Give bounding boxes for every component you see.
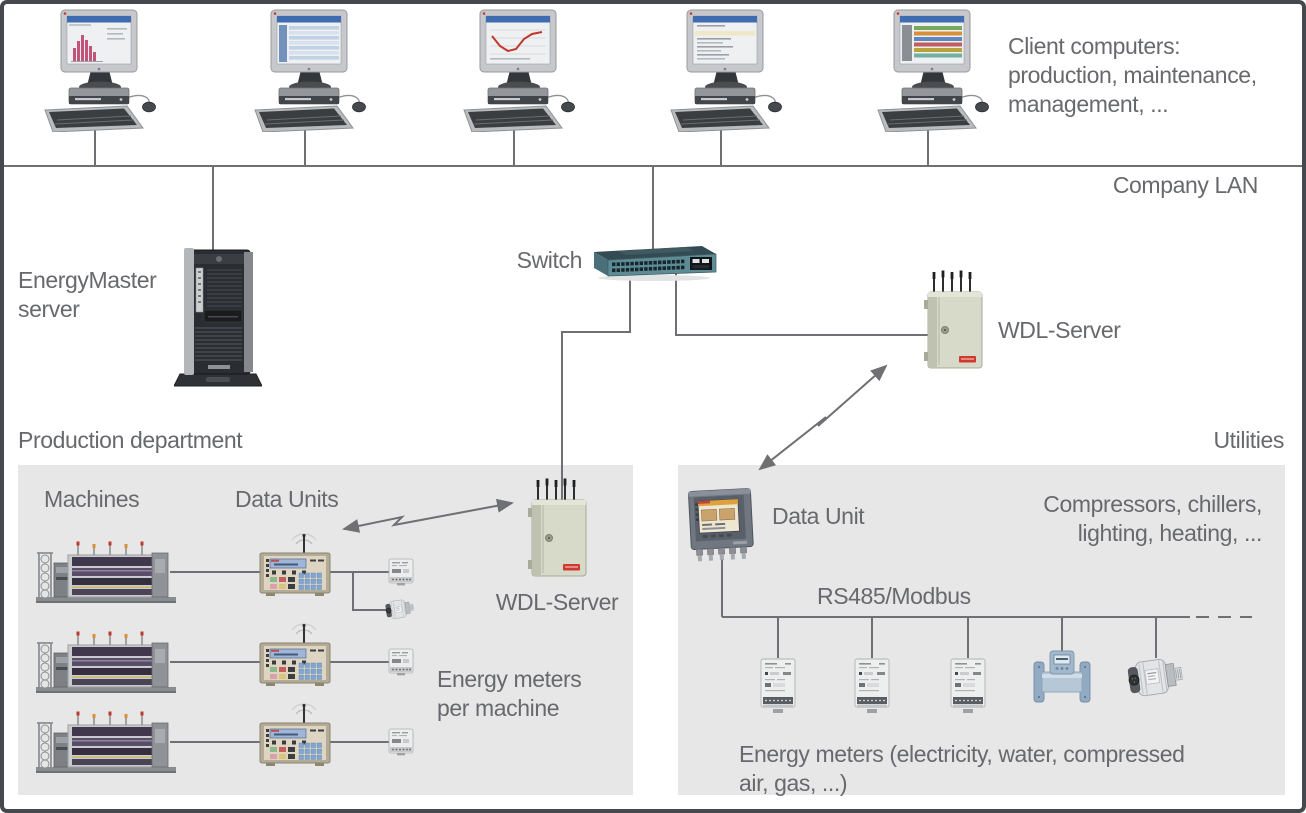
client-computer-icon xyxy=(31,8,165,132)
wdl-server-left-label: WDL-Server xyxy=(495,589,619,615)
weaving-machine-icon xyxy=(34,709,178,775)
pressure-sensor-icon xyxy=(1127,652,1185,704)
utilities-title: Utilities xyxy=(1213,427,1284,453)
production-title: Production department xyxy=(18,427,243,453)
data-unit-icon xyxy=(258,533,332,597)
switch-to-wdl-right-line xyxy=(675,266,930,336)
wdl-server-right-label: WDL-Server xyxy=(998,317,1121,343)
din-meter-icon xyxy=(759,657,797,715)
wdl-server-icon xyxy=(916,270,992,376)
client-computer-icon xyxy=(241,8,375,132)
energy-meters-per-machine-label: Energy meters per machine xyxy=(437,666,582,721)
machine-row1-lines xyxy=(170,571,389,611)
energy-meter-icon xyxy=(388,558,414,586)
energy-meter-icon xyxy=(388,728,414,756)
data-unit-icon xyxy=(258,703,332,767)
client-computer-icon xyxy=(864,8,998,132)
switch-label: Switch xyxy=(516,247,583,273)
client-computer-icon xyxy=(450,8,584,132)
energy-meters-caption: Energy meters (electricity, water, compr… xyxy=(739,741,1185,796)
network-switch-icon xyxy=(588,242,720,282)
client-computers-label: Client computers: production, maintenanc… xyxy=(1008,33,1257,117)
utilities-panel xyxy=(678,465,1285,795)
weaving-machine-icon xyxy=(34,539,178,605)
utility-loads-label: Compressors, chillers, lighting, heating… xyxy=(1043,491,1262,546)
client-computer-icon xyxy=(657,8,791,132)
din-meter-icon xyxy=(853,657,891,715)
switch-to-wdl-left-line xyxy=(561,266,631,500)
server-tower-icon xyxy=(174,246,262,394)
machines-label: Machines xyxy=(44,486,140,512)
wdl-server-icon xyxy=(520,478,596,584)
energymaster-server-label: EnergyMaster server xyxy=(18,267,157,322)
wireless-link-arrow xyxy=(758,364,888,471)
flow-sensor-icon xyxy=(385,596,415,623)
data-units-label: Data Units xyxy=(235,486,339,512)
weaving-machine-icon xyxy=(34,629,178,695)
data-unit-icon xyxy=(258,623,332,687)
data-unit-label: Data Unit xyxy=(772,503,865,529)
water-meter-icon xyxy=(1033,650,1091,712)
wireless-link-arrow xyxy=(342,498,514,533)
rs485-modbus-label: RS485/Modbus xyxy=(817,583,971,609)
energy-meter-icon xyxy=(388,648,414,676)
utility-data-unit-icon xyxy=(682,482,762,566)
company-lan-label: Company LAN xyxy=(1112,172,1259,198)
din-meter-icon xyxy=(949,657,987,715)
